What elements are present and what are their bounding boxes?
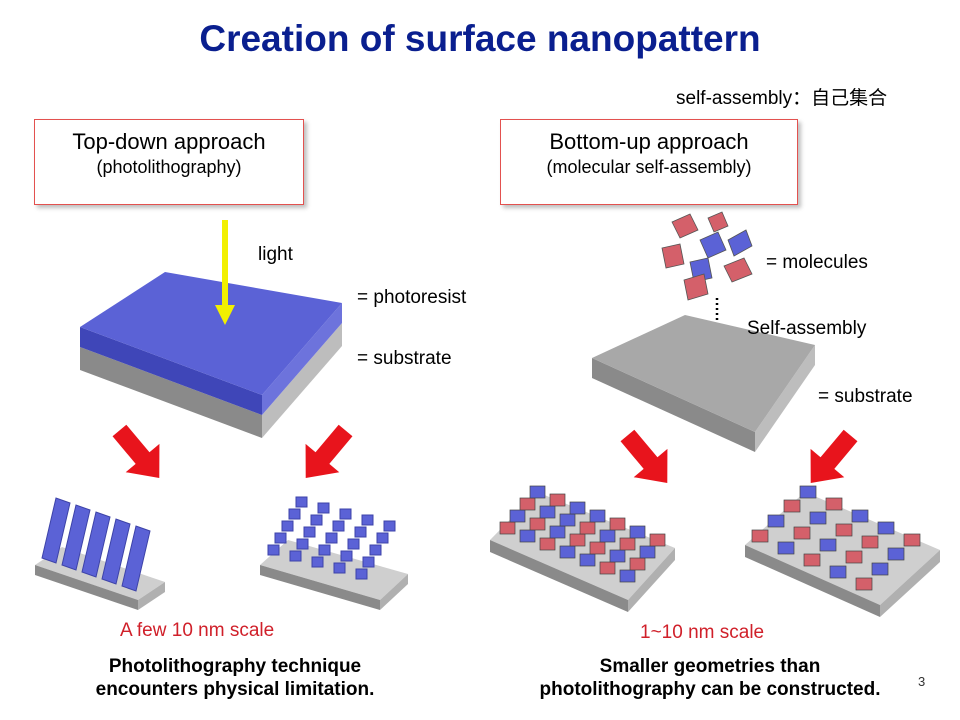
dot-pattern-result [260,496,408,610]
bottom-up-conclusion-line1: Smaller geometries than [599,656,821,677]
bottom-up-heading: Bottom-up approach [549,129,749,154]
bottom-up-box: Bottom-up approach (molecular self-assem… [500,119,798,205]
bottom-up-substrate-label: = substrate [818,386,913,407]
top-down-box: Top-down approach (photolithography) [34,119,304,205]
red-arrow-left-icon [112,424,160,478]
top-down-scale: A few 10 nm scale [120,620,275,641]
top-down-conclusion-line2: encounters physical limitation. [95,679,375,700]
molecules-label: = molecules [766,252,868,273]
substrate-block [592,315,815,452]
line-pattern-result [35,497,165,610]
top-down-heading: Top-down approach [72,129,266,154]
red-arrow-right-icon [810,429,858,483]
self-assembly-note: self-assembly：自己集合 [676,88,888,109]
light-arrow [215,220,235,325]
light-label: light [258,244,293,265]
top-down-conclusion-line1: Photolithography technique [108,656,362,677]
bottom-up-conclusion-line2: photolithography can be constructed. [539,679,881,700]
red-arrow-right-icon [305,424,353,478]
top-down-subheading: (photolithography) [96,157,242,177]
page-number: 3 [918,674,926,689]
bottom-up-scale: 1~10 nm scale [640,622,765,643]
top-down-substrate-label: = substrate [357,348,452,369]
molecules-cluster [661,211,753,301]
bottom-up-conclusion: Smaller geometries than photolithography… [480,655,940,701]
photoresist-substrate-block [80,272,342,438]
photoresist-label: = photoresist [357,287,467,308]
top-down-conclusion: Photolithography technique encounters ph… [40,655,430,701]
page-title: Creation of surface nanopattern [199,18,761,59]
red-arrow-left-icon [620,429,668,483]
bottom-up-subheading: (molecular self-assembly) [546,157,752,177]
self-assembly-label: Self-assembly [747,318,867,339]
dense-molecular-pattern-result [490,485,675,612]
sparse-molecular-pattern-result [745,485,940,617]
